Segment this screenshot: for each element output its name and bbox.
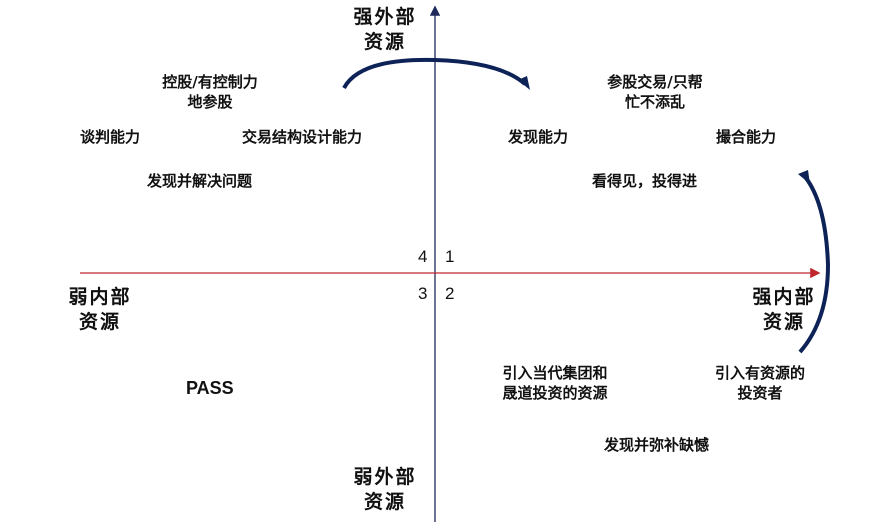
item-line: 控股/有控制力 [162,73,258,91]
axis-label-line: 资源 [78,311,122,333]
quadrant-number-1: 1 [445,247,455,266]
item-line: 引入有资源的 [714,364,806,382]
quadrant-number-3: 3 [418,284,428,303]
axis-label-line: 弱内部 [68,286,132,308]
axis-label-line: 资源 [363,491,407,513]
item-line: 投资者 [737,384,783,402]
item-line: 地参股 [187,93,233,111]
axis-label-right: 强内部 资源 [752,285,815,335]
q4-item-deal-structure: 交易结构设计能力 [242,128,363,146]
q1-item-minority: 参股交易/只帮 忙不添乱 [607,72,702,112]
q2-item-resourceful-investors: 引入有资源的 投资者 [715,363,805,403]
q3-item-pass: PASS [186,378,234,398]
item-line: 晟道投资的资源 [502,384,608,402]
item-line: 忙不添乱 [624,93,686,111]
q2-item-fix-gaps: 发现并弥补缺憾 [604,436,710,454]
axis-label-line: 弱外部 [353,466,417,488]
axis-label-bottom: 弱外部 资源 [353,465,416,515]
q2-item-group-resources: 引入当代集团和 晟道投资的资源 [502,363,607,403]
q4-item-negotiation: 谈判能力 [80,128,141,146]
q4-item-control: 控股/有控制力 地参股 [162,72,257,112]
curved-arrow-top [342,57,530,90]
quadrant-number-2: 2 [445,284,455,303]
q1-item-discovery: 发现能力 [508,128,569,146]
curved-arrow-right [798,170,831,354]
item-line: 引入当代集团和 [502,364,608,382]
axis-label-left: 弱内部 资源 [68,285,131,335]
q1-item-see-and-invest: 看得见，投得进 [592,172,698,190]
q4-item-problem-solving: 发现并解决问题 [147,172,253,190]
axis-label-top: 强外部 资源 [353,5,416,55]
axis-label-line: 资源 [762,311,806,333]
axis-label-line: 强内部 [752,286,816,308]
q1-item-matchmaking: 撮合能力 [716,128,777,146]
item-line: 参股交易/只帮 [607,73,703,91]
axis-label-line: 资源 [363,31,407,53]
quadrant-number-4: 4 [418,247,428,266]
axis-label-line: 强外部 [353,6,417,28]
